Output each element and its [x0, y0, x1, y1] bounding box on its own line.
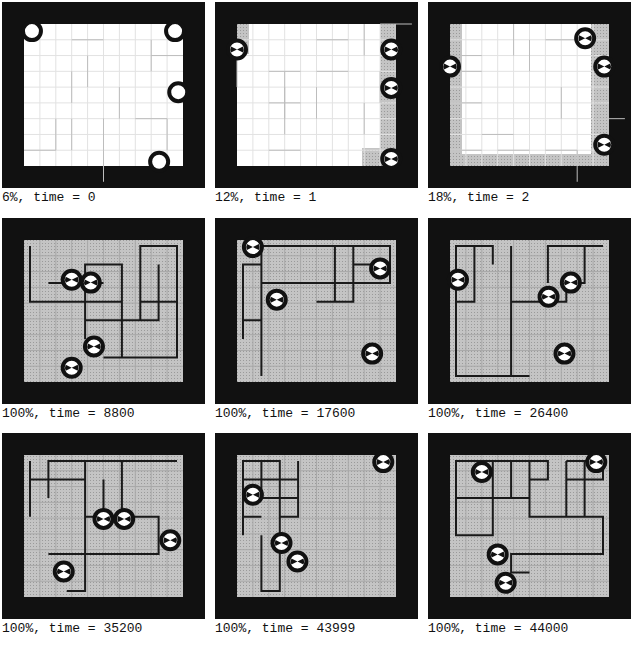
panel-caption: 18%, time = 2	[428, 190, 529, 205]
agent-marker	[371, 259, 389, 277]
maze-panel	[2, 218, 205, 404]
agent-marker	[595, 58, 613, 76]
agent-marker	[169, 83, 187, 101]
agent-marker	[95, 510, 113, 528]
maze-panel	[215, 433, 418, 619]
agent-marker	[497, 574, 515, 592]
agent-marker	[562, 274, 580, 292]
agent-marker	[244, 238, 262, 256]
panel-caption: 100%, time = 26400	[428, 406, 568, 421]
panel-caption: 12%, time = 1	[215, 190, 316, 205]
agent-marker	[268, 291, 286, 309]
panel-caption: 100%, time = 8800	[2, 406, 135, 421]
maze-panel	[428, 2, 631, 188]
panel-caption: 100%, time = 43999	[215, 621, 355, 636]
agent-marker	[23, 22, 41, 40]
panel-caption: 6%, time = 0	[2, 190, 96, 205]
agent-marker	[441, 58, 459, 76]
panel-caption: 100%, time = 17600	[215, 406, 355, 421]
agent-marker	[63, 271, 81, 289]
agent-marker	[228, 41, 246, 59]
agent-marker	[55, 562, 73, 580]
agent-marker	[587, 453, 605, 471]
maze-panel	[2, 433, 205, 619]
agent-marker	[576, 29, 594, 47]
agent-marker	[273, 534, 291, 552]
panel-caption: 100%, time = 35200	[2, 621, 142, 636]
agent-marker	[489, 545, 507, 563]
agent-marker	[85, 338, 103, 356]
agent-marker	[555, 345, 573, 363]
agent-marker	[374, 453, 392, 471]
agent-marker	[244, 486, 262, 504]
agent-marker	[363, 345, 381, 363]
agent-marker	[82, 274, 100, 292]
agent-marker	[540, 288, 558, 306]
panel-caption: 100%, time = 44000	[428, 621, 568, 636]
agent-marker	[115, 510, 133, 528]
maze-panel	[428, 433, 631, 619]
agent-marker	[288, 553, 306, 571]
agent-marker	[449, 271, 467, 289]
agent-marker	[382, 41, 400, 59]
agent-marker	[473, 463, 491, 481]
agent-marker	[595, 136, 613, 154]
agent-marker	[63, 359, 81, 377]
agent-marker	[150, 153, 168, 171]
agent-marker	[166, 22, 184, 40]
agent-marker	[382, 150, 400, 168]
agent-marker	[161, 531, 179, 549]
maze-panel	[215, 2, 418, 188]
maze-panel	[428, 218, 631, 404]
agent-marker	[382, 79, 400, 97]
maze-panel	[215, 218, 418, 404]
maze-panel	[2, 2, 205, 188]
